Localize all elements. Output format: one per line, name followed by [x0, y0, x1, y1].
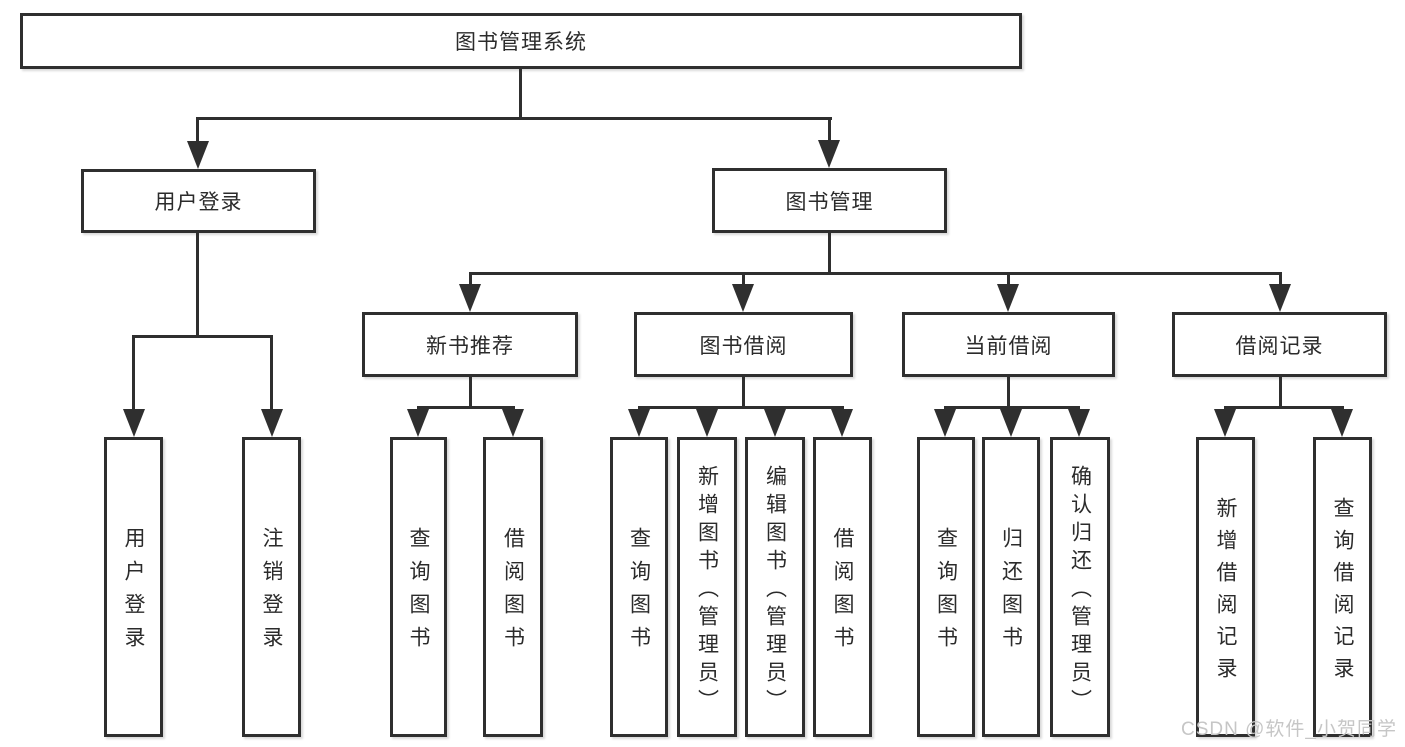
- connector-cb-child2: [1009, 406, 1012, 411]
- node-leaf-bb-borrow-books-label: 借阅图书: [831, 527, 854, 659]
- node-leaf-cb-return-books-label: 归还图书: [999, 527, 1023, 659]
- node-leaf-bb-edit-books-admin: 编辑图书（管理员）: [745, 437, 805, 737]
- arrowhead-nb-query: [407, 409, 429, 437]
- node-book-management: 图书管理: [712, 168, 947, 233]
- connector-root-stem: [519, 69, 522, 117]
- arrowhead-records: [1269, 284, 1291, 312]
- node-leaf-bb-query-books: 查询图书: [610, 437, 668, 737]
- connector-bb-child1: [638, 406, 641, 411]
- connector-to-borrowing: [742, 272, 745, 286]
- node-leaf-bb-add-books-admin-label: 新增图书（管理员）: [695, 464, 719, 717]
- arrowhead-bb-borrow: [831, 409, 853, 437]
- node-leaf-cb-confirm-return-admin: 确认归还（管理员）: [1050, 437, 1110, 737]
- arrowhead-cb-confirm: [1068, 409, 1090, 437]
- node-user-login-label: 用户登录: [154, 191, 243, 214]
- connector-current-stem: [1007, 377, 1010, 406]
- arrowhead-user-login: [187, 141, 209, 169]
- connector-bb-child4: [841, 406, 844, 411]
- connector-nb-child2: [512, 406, 515, 411]
- node-new-book-recommend-label: 新书推荐: [426, 334, 514, 358]
- node-borrowing-records: 借阅记录: [1172, 312, 1387, 377]
- node-leaf-user-login: 用户登录: [104, 437, 163, 737]
- watermark-text: CSDN @软件_小贺同学: [1181, 719, 1397, 740]
- connector-new-book-stem: [469, 377, 472, 406]
- node-leaf-br-add-record: 新增借阅记录: [1196, 437, 1255, 737]
- connector-borrowing-rail: [638, 406, 844, 409]
- connector-borrowing-stem: [742, 377, 745, 406]
- connector-to-new-book: [469, 272, 472, 286]
- node-leaf-nb-query-books: 查询图书: [390, 437, 447, 737]
- node-leaf-nb-borrow-books-label: 借阅图书: [501, 527, 525, 659]
- node-leaf-logout-label: 注销登录: [260, 527, 283, 659]
- connector-level3-rail: [469, 272, 1281, 275]
- node-borrowing-records-label: 借阅记录: [1235, 334, 1324, 358]
- node-leaf-user-login-label: 用户登录: [122, 527, 145, 659]
- connector-to-login-action: [132, 335, 135, 411]
- arrowhead-cb-return: [1000, 409, 1022, 437]
- node-new-book-recommend: 新书推荐: [362, 312, 578, 377]
- arrowhead-login-action: [123, 409, 145, 437]
- arrowhead-bb-add: [696, 409, 718, 437]
- arrowhead-book-mgmt: [818, 140, 840, 168]
- connector-nb-child1: [417, 406, 420, 411]
- connector-user-login-rail: [133, 335, 273, 338]
- connector-cb-child1: [944, 406, 947, 411]
- connector-to-current: [1007, 272, 1010, 286]
- arrowhead-br-add: [1214, 409, 1236, 437]
- node-root-label: 图书管理系统: [455, 31, 587, 54]
- node-leaf-br-query-record: 查询借阅记录: [1313, 437, 1372, 737]
- connector-cb-child3: [1077, 406, 1080, 411]
- connector-new-book-rail: [417, 406, 515, 409]
- arrowhead-borrowing: [732, 284, 754, 312]
- node-leaf-nb-borrow-books: 借阅图书: [483, 437, 543, 737]
- connector-records-stem: [1279, 377, 1282, 406]
- node-leaf-br-query-record-label: 查询借阅记录: [1331, 496, 1354, 689]
- connector-to-book-mgmt: [828, 117, 831, 143]
- node-current-borrowing-label: 当前借阅: [964, 334, 1053, 358]
- node-current-borrowing: 当前借阅: [902, 312, 1115, 377]
- node-leaf-cb-confirm-return-admin-label: 确认归还（管理员）: [1068, 464, 1092, 717]
- arrowhead-logout-action: [261, 409, 283, 437]
- connector-to-user-login: [196, 117, 199, 143]
- node-user-login: 用户登录: [81, 169, 316, 233]
- connector-book-mgmt-stem: [828, 233, 831, 275]
- node-leaf-logout: 注销登录: [242, 437, 301, 737]
- node-book-borrowing: 图书借阅: [634, 312, 853, 377]
- node-leaf-bb-query-books-label: 查询图书: [627, 527, 651, 659]
- node-book-management-label: 图书管理: [785, 190, 874, 214]
- arrowhead-nb-borrow: [502, 409, 524, 437]
- node-leaf-br-add-record-label: 新增借阅记录: [1214, 496, 1237, 689]
- connector-bb-child3: [773, 406, 776, 411]
- node-root-system: 图书管理系统: [20, 13, 1022, 69]
- arrowhead-bb-query: [628, 409, 650, 437]
- connector-to-logout-action: [270, 335, 273, 411]
- connector-records-rail: [1224, 406, 1344, 409]
- connector-bb-child2: [705, 406, 708, 411]
- arrowhead-br-query: [1331, 409, 1353, 437]
- connector-level2-rail: [196, 117, 832, 120]
- arrowhead-bb-edit: [764, 409, 786, 437]
- node-leaf-cb-return-books: 归还图书: [982, 437, 1040, 737]
- arrowhead-current: [997, 284, 1019, 312]
- node-leaf-bb-borrow-books: 借阅图书: [813, 437, 872, 737]
- node-leaf-cb-query-books: 查询图书: [917, 437, 975, 737]
- node-leaf-nb-query-books-label: 查询图书: [407, 527, 430, 659]
- connector-user-login-stem: [196, 233, 199, 335]
- node-book-borrowing-label: 图书借阅: [699, 334, 788, 358]
- connector-br-child2: [1341, 406, 1344, 411]
- arrowhead-new-book: [459, 284, 481, 312]
- connector-br-child1: [1224, 406, 1227, 411]
- node-leaf-cb-query-books-label: 查询图书: [934, 527, 958, 659]
- node-leaf-bb-edit-books-admin-label: 编辑图书（管理员）: [763, 464, 787, 717]
- arrowhead-cb-query: [934, 409, 956, 437]
- connector-to-records: [1279, 272, 1282, 286]
- connector-current-rail: [944, 406, 1080, 409]
- node-leaf-bb-add-books-admin: 新增图书（管理员）: [677, 437, 737, 737]
